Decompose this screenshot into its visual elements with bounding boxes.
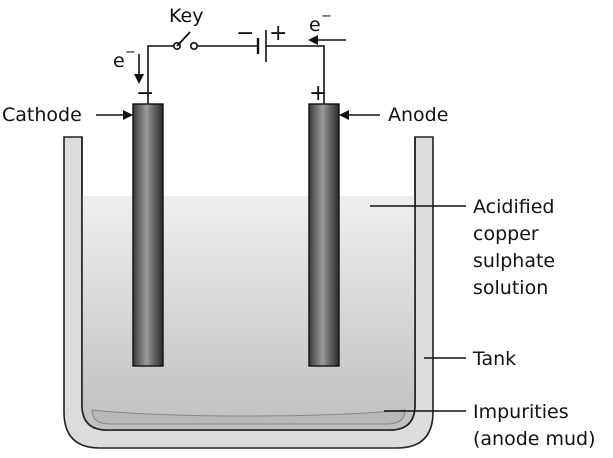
anode-electrode	[308, 103, 340, 367]
key-lever	[176, 31, 191, 47]
tank-label: Tank	[472, 348, 516, 370]
circuit-wire-right	[266, 45, 325, 104]
electrolyte-label-line-1: Acidified	[473, 196, 554, 218]
key-label: Key	[169, 5, 203, 27]
electrolyte-label-line-3: sulphate	[473, 250, 555, 272]
cathode-minus-sign: −	[136, 81, 154, 106]
tank-inner-outline	[81, 137, 416, 431]
battery-minus-sign: −	[236, 21, 254, 46]
impurities-label-line-1: Impurities	[473, 401, 569, 423]
anode-mud	[91, 409, 406, 425]
electron-symbol-left: e	[113, 50, 125, 72]
solution-fill	[82, 196, 415, 430]
anode-label: Anode	[388, 104, 448, 126]
electron-charge-left: −	[125, 45, 136, 60]
electrolyte-label-line-2: copper	[473, 223, 539, 245]
anode-plus-sign: +	[309, 81, 327, 106]
cathode-label: Cathode	[2, 104, 82, 126]
impurities-label-line-2: (anode mud)	[473, 428, 596, 450]
battery-plus-sign: +	[269, 21, 287, 46]
key-contact-right	[190, 41, 199, 50]
electron-charge-right: −	[321, 9, 332, 24]
electron-symbol-right: e	[309, 14, 321, 36]
cathode-electrode	[132, 103, 164, 367]
electrolyte-label-line-4: solution	[473, 277, 548, 299]
circuit-wire-left	[147, 45, 175, 104]
